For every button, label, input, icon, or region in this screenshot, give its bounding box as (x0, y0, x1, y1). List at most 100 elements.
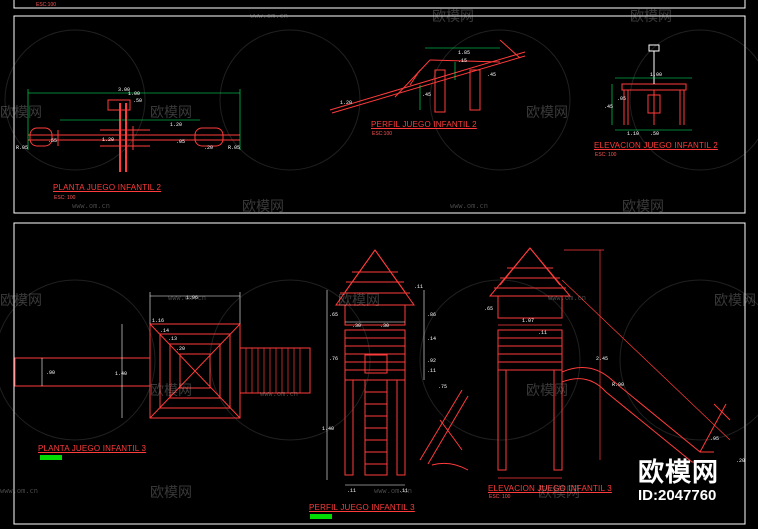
dim-profile3-k: .75 (438, 384, 447, 390)
watermark-brand: 欧模网 (242, 199, 284, 215)
watermark-brand: 欧模网 (630, 9, 672, 25)
elevation-3-title: ELEVACION JUEGO INFANTIL 3 (488, 484, 612, 493)
plan-playground-2 (28, 99, 240, 172)
dim-plan3-d: 1.16 (152, 318, 164, 324)
watermark-url: www.om.cn (0, 487, 38, 495)
dim-profile2-c: .45 (422, 92, 431, 98)
dim-plan2-r2: R.05 (228, 145, 240, 151)
dim-profile3-l: .11 (347, 488, 356, 494)
dim-profile2-a: 1.85 (458, 50, 470, 56)
profile2-dimensions (419, 47, 500, 110)
dim-plan2-g: .20 (204, 145, 213, 151)
elevation-playground-2 (621, 44, 687, 125)
plan-3-title: PLANTA JUEGO INFANTIL 3 (38, 444, 147, 453)
dim-elev2-e: 1.10 (627, 131, 639, 137)
watermark-brand: 欧模网 (0, 105, 42, 121)
dim-elev2-d: .50 (650, 131, 659, 137)
profile-2-scale: ESC:100 (372, 131, 393, 137)
top-strip-frame (13, 0, 746, 9)
dim-elev2-b: .05 (617, 96, 626, 102)
dim-elev3-d: 2.45 (596, 356, 608, 362)
plan3-dimensions (41, 292, 241, 418)
watermark-url: www.om.cn (260, 390, 298, 398)
profile3-dimensions (326, 290, 425, 486)
watermark-brand: 欧模网 (622, 199, 664, 215)
dimension-labels: 3.00 1.20 1.20 1.00 .55 .50 .05 R.05 R.0… (16, 50, 745, 494)
top-strip-scale: ESC:100 (36, 2, 57, 8)
elevation2-dimensions (611, 77, 692, 131)
dim-plan3-b: 1.40 (115, 371, 127, 377)
watermark-brand: 欧模网 (0, 293, 42, 309)
dim-elev2-c: .45 (604, 104, 613, 110)
watermark-brand: 欧模网 (526, 105, 568, 121)
sheet-frames (13, 0, 746, 525)
dim-profile3-c: .86 (427, 312, 436, 318)
profile-3-scale-bar (310, 514, 332, 519)
dim-profile3-g: .14 (427, 336, 436, 342)
watermark-brand: 欧模网 (338, 293, 380, 309)
dim-profile3-f: .76 (329, 356, 338, 362)
watermark-circles (0, 29, 758, 441)
dim-profile3-i: .11 (427, 368, 436, 374)
plan-2-scale: ESC: 100 (54, 195, 76, 201)
dim-profile3-m: .11 (399, 488, 408, 494)
profile-playground-2 (329, 39, 526, 114)
dim-plan2-r1: R.05 (16, 145, 28, 151)
brand-stamp-id: ID:2047760 (638, 487, 717, 504)
watermark-brand: 欧模网 (526, 383, 568, 399)
dim-profile3-j: 1.40 (322, 426, 334, 432)
plan-3-scale-bar (40, 455, 62, 460)
dim-plan3-g: .20 (176, 346, 185, 352)
watermark-url: www.om.cn (168, 294, 206, 302)
dim-profile3-h: .92 (427, 358, 436, 364)
watermark-url: www.om.cn (72, 202, 110, 210)
dim-plan2-b: 1.20 (102, 137, 114, 143)
dim-elev3-e: R.90 (612, 382, 624, 388)
watermark-brand: 欧模网 (150, 105, 192, 121)
elevation3-dimensions (498, 249, 731, 479)
profile-playground-3 (335, 249, 469, 476)
plan3-slats (245, 348, 301, 393)
elevation-3-scale: ESC: 100 (489, 494, 511, 500)
dim-elev3-a: 1.07 (522, 318, 534, 324)
dim-profile2-d: .45 (487, 72, 496, 78)
dim-plan2-f: .05 (176, 139, 185, 145)
dim-elev3-g: .95 (710, 436, 719, 442)
bottom-panel-frame (13, 222, 746, 525)
dim-plan3-f: .13 (168, 336, 177, 342)
dim-plan3-e: .14 (160, 328, 169, 334)
dim-profile3-d: .30 (352, 323, 361, 329)
elevation-2-title: ELEVACION JUEGO INFANTIL 2 (594, 141, 718, 150)
brand-stamp-name: 欧模网 (638, 458, 720, 488)
watermark-brand: 欧模网 (714, 293, 756, 309)
elevation-2-scale: ESC: 100 (595, 152, 617, 158)
dim-elev3-b: .11 (538, 330, 547, 336)
watermark-brand: 欧模网 (538, 485, 580, 501)
dim-plan2-e: .50 (133, 98, 142, 104)
dim-elev2-a: 1.00 (650, 72, 662, 78)
elevation-playground-3 (488, 247, 731, 471)
dim-plan2-d: .55 (48, 138, 57, 144)
dim-profile3-a: .11 (414, 284, 423, 290)
watermark-brand: 欧模网 (150, 383, 192, 399)
dim-plan2-c: 1.00 (128, 91, 140, 97)
watermark-url: www.om.cn (450, 202, 488, 210)
plan-2-title: PLANTA JUEGO INFANTIL 2 (53, 183, 162, 192)
watermark-brand: 欧模网 (150, 485, 192, 501)
dim-plan2-a: 1.20 (170, 122, 182, 128)
profile-3-title: PERFIL JUEGO INFANTIL 3 (309, 503, 415, 512)
plan-playground-3 (14, 323, 311, 419)
dim-elev3-f: .20 (736, 458, 745, 464)
watermark-url: www.om.cn (374, 487, 412, 495)
watermark-url: www.om.cn (250, 12, 288, 20)
dim-elev3-c: .65 (484, 306, 493, 312)
dim-profile3-e: .30 (380, 323, 389, 329)
dim-profile2-b: .15 (458, 58, 467, 64)
top-panel-frame (13, 15, 746, 214)
plan2-dimensions (27, 89, 241, 150)
dim-profile2-e: 1.20 (340, 100, 352, 106)
watermark-url: www.om.cn (548, 294, 586, 302)
dim-plan3-c: .90 (46, 370, 55, 376)
profile-2-title: PERFIL JUEGO INFANTIL 2 (371, 120, 477, 129)
